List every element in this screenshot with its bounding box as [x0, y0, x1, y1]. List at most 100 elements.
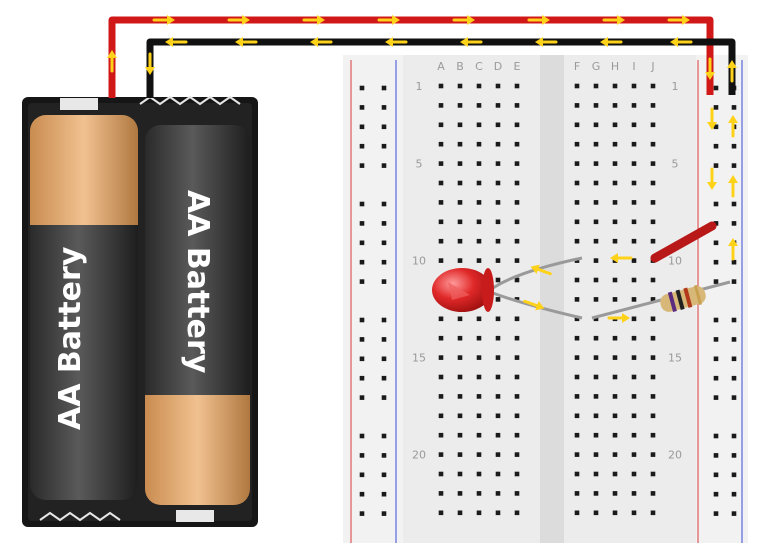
rail-hole — [381, 259, 387, 265]
breadboard-hole — [593, 277, 599, 283]
breadboard-hole — [631, 394, 637, 399]
breadboard-hole — [574, 432, 580, 438]
breadboard-hole — [514, 297, 520, 302]
breadboard-hole — [476, 258, 482, 263]
breadboard-hole — [593, 335, 599, 341]
breadboard-hole — [514, 141, 520, 147]
row-label-1: 1 — [416, 80, 423, 93]
breadboard-hole — [476, 219, 482, 225]
breadboard-hole — [514, 335, 520, 341]
breadboard-hole — [574, 83, 580, 89]
rail-hole — [713, 337, 719, 342]
breadboard-hole — [495, 83, 501, 89]
breadboard-hole — [457, 452, 463, 457]
breadboard-hole — [438, 219, 444, 225]
breadboard-hole — [457, 510, 463, 516]
rail-hole — [381, 124, 387, 130]
breadboard-hole — [457, 432, 463, 438]
breadboard-hole — [593, 471, 599, 477]
breadboard-hole — [631, 103, 637, 108]
breadboard-hole — [438, 394, 444, 399]
breadboard-hole — [574, 103, 580, 108]
breadboard-hole — [438, 180, 444, 186]
current-flow-arrow-icon — [728, 115, 738, 138]
breadboard-hole — [593, 258, 599, 263]
breadboard-hole — [476, 355, 482, 360]
breadboard-hole — [438, 103, 444, 108]
breadboard-hole — [574, 335, 580, 341]
breadboard-hole — [438, 258, 444, 263]
current-flow-arrow-icon — [235, 37, 258, 47]
rail-hole — [713, 124, 719, 130]
rail-hole — [731, 279, 737, 284]
breadboard-hole — [574, 258, 580, 263]
rail-hole — [381, 240, 387, 246]
current-flow-arrow-icon — [385, 37, 408, 47]
breadboard-hole — [593, 103, 599, 108]
breadboard-hole — [514, 161, 520, 166]
battery-label-left: AA Battery — [53, 246, 88, 430]
rail-hole — [713, 395, 719, 400]
breadboard-holes — [359, 83, 737, 516]
breadboard-hole — [514, 180, 520, 186]
breadboard-hole — [476, 238, 482, 244]
rail-hole — [381, 337, 387, 342]
breadboard-hole — [593, 200, 599, 205]
breadboard-hole — [476, 432, 482, 438]
current-flow-arrow-icon — [705, 57, 715, 80]
breadboard-hole — [631, 355, 637, 360]
rail-hole — [713, 433, 719, 439]
breadboard-hole — [457, 374, 463, 380]
breadboard-hole — [612, 83, 618, 89]
breadboard-hole — [514, 258, 520, 263]
column-label-g: G — [592, 60, 601, 73]
breadboard-hole — [495, 219, 501, 225]
breadboard-hole — [650, 297, 656, 302]
rail-hole — [731, 491, 737, 497]
breadboard-hole — [574, 200, 580, 205]
current-flow-arrow-icon — [460, 37, 483, 47]
breadboard-hole — [495, 141, 501, 147]
breadboard-hole — [476, 316, 482, 322]
breadboard-hole — [612, 394, 618, 399]
breadboard-hole — [457, 335, 463, 341]
rail-hole — [381, 163, 387, 168]
breadboard-hole — [457, 180, 463, 186]
breadboard-hole — [612, 471, 618, 477]
rail-hole — [381, 317, 387, 323]
rail-hole — [713, 143, 719, 149]
current-flow-arrow-icon — [523, 299, 545, 311]
battery-right: AA Battery — [145, 125, 250, 505]
current-flow-arrow-icon — [667, 15, 690, 25]
breadboard-hole — [457, 122, 463, 128]
breadboard-hole — [457, 316, 463, 322]
rail-hole — [381, 511, 387, 516]
rail-hole — [731, 395, 737, 400]
breadboard-hole — [631, 374, 637, 380]
current-flow-arrow-icon — [707, 167, 717, 190]
breadboard-hole — [612, 219, 618, 225]
breadboard-hole — [612, 180, 618, 186]
rail-hole — [359, 201, 365, 207]
breadboard-hole — [457, 491, 463, 496]
breadboard-hole — [476, 83, 482, 89]
current-flow-arrow-icon — [728, 238, 738, 261]
rail-hole — [713, 356, 719, 362]
current-flow-arrow-icon — [535, 37, 558, 47]
current-flow-arrow-icon — [145, 52, 155, 75]
rail-hole — [359, 221, 365, 226]
breadboard-hole — [574, 355, 580, 360]
column-label-i: I — [632, 60, 635, 73]
jumper-wire-red — [650, 221, 717, 263]
rail-hole — [359, 279, 365, 284]
rail-hole — [381, 433, 387, 439]
rail-hole — [731, 259, 737, 265]
breadboard-hole — [457, 219, 463, 225]
current-flow-arrow-icon — [310, 37, 333, 47]
breadboard-hole — [438, 471, 444, 477]
breadboard-hole — [650, 394, 656, 399]
breadboard-hole — [514, 452, 520, 457]
breadboard-hole — [650, 200, 656, 205]
